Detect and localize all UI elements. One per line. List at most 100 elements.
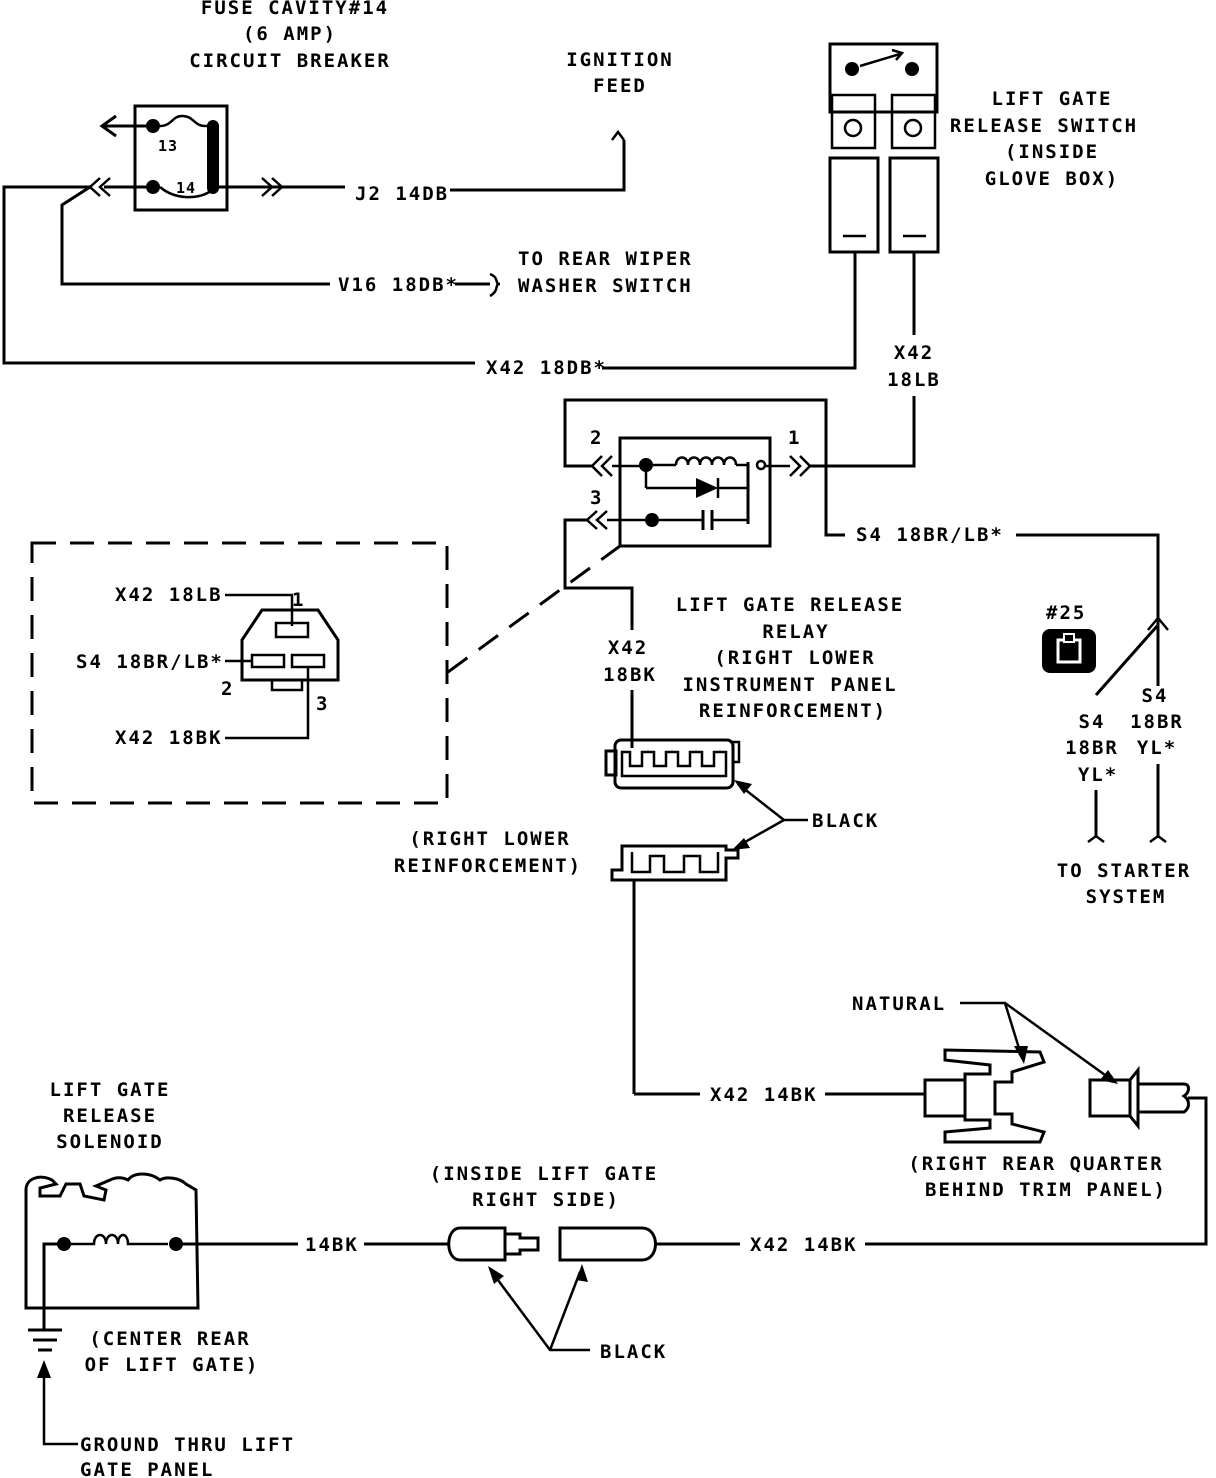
wire-x42-18db — [602, 252, 857, 370]
fuse-title-line3: CIRCUIT BREAKER — [189, 50, 391, 72]
wire-x42-14bk-mid-label: X42 14BK — [710, 1084, 818, 1106]
relay-title-line4: INSTRUMENT PANEL — [682, 674, 897, 696]
connector-chevron — [789, 455, 812, 477]
fuse-title-line1: FUSE CAVITY#14 — [201, 0, 389, 19]
ground-line1: GROUND THRU LIFT — [80, 1434, 295, 1456]
conn-x42-18bk-label: X42 18BK — [115, 727, 223, 749]
right-lower-line1: (RIGHT LOWER — [409, 828, 570, 850]
connector-chevron — [590, 455, 613, 477]
conn-pin-2: 2 — [221, 678, 234, 700]
rear-quarter-line1: (RIGHT REAR QUARTER — [908, 1153, 1163, 1175]
wire-j2 — [450, 140, 626, 192]
natural-connector-female — [923, 1048, 1047, 1144]
black-connector-male — [610, 844, 740, 882]
relay-pin-3: 3 — [590, 487, 603, 509]
wire-14bk-label: 14BK — [305, 1234, 359, 1256]
x42-18bk-label2: 18BK — [603, 664, 657, 686]
s4-left-line3: YL* — [1078, 764, 1118, 786]
wire-x42-18lb-label2: 18LB — [887, 369, 941, 391]
relay-title-line1: LIFT GATE RELEASE — [676, 594, 904, 616]
conn-pin-1: 1 — [292, 589, 305, 611]
center-rear-line1: (CENTER REAR — [89, 1328, 250, 1350]
ground-arrow — [42, 1370, 78, 1446]
wire-v16 — [60, 185, 330, 286]
relay-pin-1: 1 — [788, 427, 801, 449]
s4-right-line2: 18BR — [1130, 711, 1184, 733]
relay-title-line5: REINFORCEMENT) — [699, 700, 887, 722]
lift-gate-release-switch — [828, 42, 940, 254]
rear-wiper-line1: TO REAR WIPER — [518, 248, 693, 270]
connector-chevron — [1147, 616, 1169, 631]
black-label-1: BLACK — [812, 810, 879, 832]
gate-connector-female — [558, 1226, 657, 1262]
wire-x42-18db — [2, 185, 475, 365]
splice-branch — [1094, 624, 1160, 696]
black-connector-female — [604, 738, 741, 790]
connector-detail-box — [30, 541, 449, 805]
conn-x42-18lb-label: X42 18LB — [115, 584, 223, 606]
black-arrow-4-head — [576, 1264, 588, 1282]
wire-x42-18db-label: X42 18DB* — [486, 357, 607, 379]
connector-chevron — [585, 510, 608, 530]
ground-wire — [42, 1242, 64, 1330]
s4-left-line2: 18BR — [1065, 737, 1119, 759]
ground-arrow-head — [37, 1360, 51, 1378]
wire-x42-18bk — [563, 518, 634, 630]
black-label-2: BLACK — [600, 1341, 667, 1363]
natural-label: NATURAL — [852, 993, 946, 1015]
wire-x42-14bk-bottom-label: X42 14BK — [750, 1234, 858, 1256]
switch-line1: LIFT GATE — [992, 88, 1113, 110]
fuse-pin-13: 13 — [158, 137, 178, 155]
wire-x42-14bk-bottom — [865, 1096, 1208, 1246]
inside-gate-line2: RIGHT SIDE) — [472, 1189, 620, 1211]
wire-s4 — [1016, 533, 1160, 612]
x42-18bk-label1: X42 — [608, 637, 648, 659]
wire-break-icon — [1149, 834, 1167, 843]
solenoid-line1: LIFT GATE — [50, 1079, 171, 1101]
wire-s4 — [563, 398, 845, 537]
wire-break-icon — [489, 272, 501, 298]
splice-25-icon — [1042, 629, 1096, 673]
solenoid-line2: RELEASE — [63, 1105, 157, 1127]
switch-line2: RELEASE SWITCH — [950, 115, 1138, 137]
wire-s4-top-label: S4 18BR/LB* — [856, 524, 1004, 546]
inside-gate-line1: (INSIDE LIFT GATE — [430, 1163, 658, 1185]
wire-v16-label: V16 18DB* — [338, 274, 459, 296]
natural-connector-male — [1088, 1065, 1190, 1131]
wire-x42-18lb-label1: X42 — [894, 342, 934, 364]
lift-gate-release-solenoid — [24, 1172, 200, 1310]
s4-right-line3: YL* — [1137, 737, 1177, 759]
lift-gate-release-relay — [618, 436, 790, 548]
wire-x42-18lb-inset — [225, 593, 294, 626]
conn-s4-label: S4 18BR/LB* — [76, 651, 224, 673]
natural-arrow-head — [1014, 1046, 1028, 1064]
black-arrow-1 — [737, 783, 808, 822]
switch-line3: (INSIDE — [1005, 141, 1099, 163]
gate-connector-male — [447, 1226, 540, 1262]
solenoid-line3: SOLENOID — [56, 1131, 164, 1153]
relay-connector-face — [240, 608, 340, 692]
wire-break-icon — [1087, 834, 1105, 843]
relay-title-line2: RELAY — [762, 621, 829, 643]
rear-wiper-line2: WASHER SWITCH — [518, 275, 693, 297]
relay-title-line3: (RIGHT LOWER — [714, 647, 875, 669]
relay-pin-2: 2 — [590, 427, 603, 449]
fuse-pin-14: 14 — [176, 179, 196, 197]
natural-arrow — [1004, 1001, 1113, 1082]
wire-x42-18bk-inset — [225, 667, 310, 740]
black-arrow-4 — [548, 1271, 582, 1351]
wire-break-icon — [611, 129, 625, 141]
starter-line2: SYSTEM — [1086, 886, 1167, 908]
s4-right-line1: S4 — [1142, 685, 1169, 707]
wire-x42-18lb — [808, 396, 916, 468]
ignition-line2: FEED — [593, 75, 647, 97]
ground-icon — [28, 1328, 62, 1352]
switch-line4: GLOVE BOX) — [985, 168, 1119, 190]
conn-pin-3: 3 — [316, 693, 329, 715]
wire-j2-label: J2 14DB — [355, 183, 449, 205]
black-arrow-1-head — [734, 780, 752, 794]
black-arrow-2-head — [732, 838, 750, 850]
fuse-title-line2: (6 AMP) — [243, 23, 337, 45]
right-lower-line2: REINFORCEMENT) — [394, 855, 582, 877]
